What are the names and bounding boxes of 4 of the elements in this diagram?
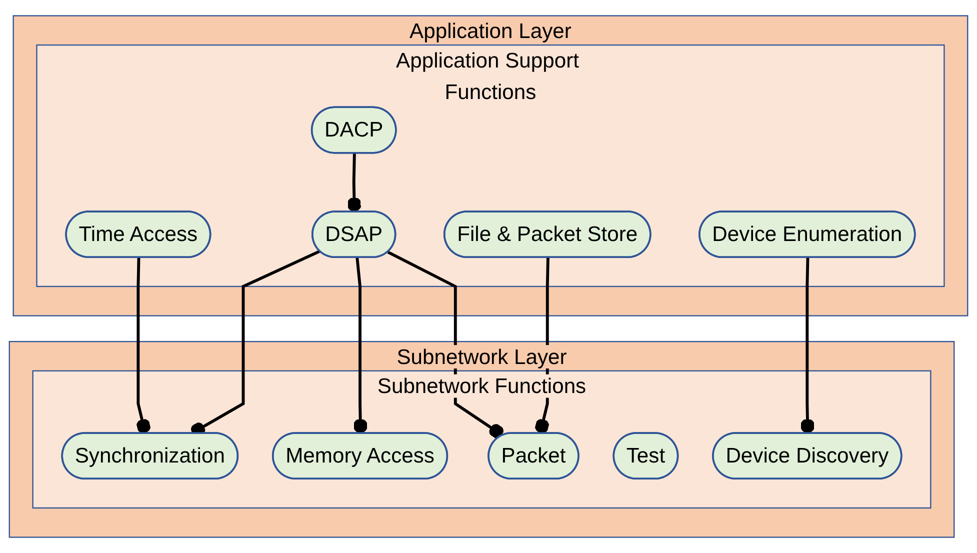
connector <box>800 258 815 434</box>
connector <box>347 153 362 212</box>
connector <box>136 258 151 434</box>
connector <box>353 258 368 434</box>
